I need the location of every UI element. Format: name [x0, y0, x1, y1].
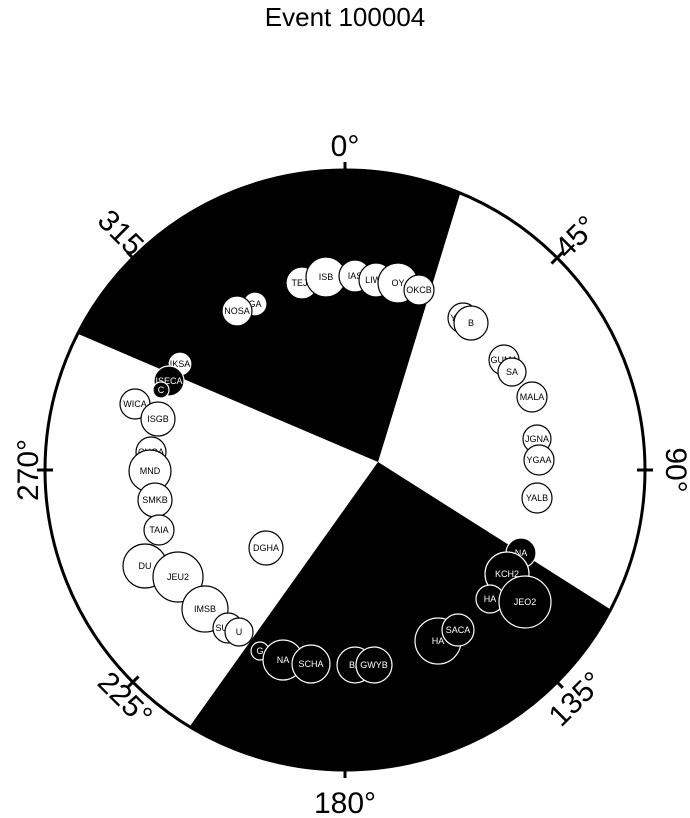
station-label-8: IKSA — [170, 359, 191, 369]
station-label-10: C — [158, 385, 165, 395]
station-marker-30 — [224, 617, 254, 647]
azimuth-label-0: 0° — [331, 130, 360, 163]
station-label-22: MND — [140, 466, 161, 476]
azimuth-label-180: 180° — [314, 787, 376, 818]
compressional-quadrant-north — [77, 170, 461, 462]
station-label-32: NA — [277, 655, 290, 665]
station-label-19: WICA — [123, 399, 147, 409]
station-label-25: DU — [139, 561, 152, 571]
station-marker-37 — [441, 613, 475, 647]
station-label-1: ISB — [319, 272, 334, 282]
station-marker-14 — [497, 357, 527, 387]
station-marker-17 — [523, 444, 555, 476]
station-marker-10 — [152, 381, 170, 399]
station-label-15: MALA — [520, 392, 545, 402]
station-label-24: TAIA — [149, 525, 168, 535]
station-marker-26 — [152, 551, 204, 603]
azimuth-tick-225 — [126, 675, 140, 689]
compressional-quadrant-south — [189, 462, 611, 770]
station-label-33: SCHA — [298, 659, 323, 669]
station-label-18: YALB — [526, 493, 548, 503]
azimuth-tick-315 — [126, 251, 140, 265]
station-label-40: HA — [484, 594, 497, 604]
station-marker-7 — [221, 295, 253, 327]
station-label-2: IAS — [348, 271, 363, 281]
station-label-17: YGAA — [526, 455, 551, 465]
station-label-4: OY — [391, 278, 404, 288]
station-label-39: KCH2 — [495, 569, 519, 579]
station-marker-20 — [140, 401, 176, 437]
station-label-27: DGHA — [253, 543, 279, 553]
station-label-38: NA — [515, 548, 528, 558]
station-marker-24 — [143, 514, 175, 546]
station-marker-12 — [453, 305, 489, 341]
station-label-37: SACA — [446, 625, 471, 635]
station-marker-18 — [521, 482, 553, 514]
station-label-7: NOSA — [224, 306, 250, 316]
station-label-31: G — [256, 646, 263, 656]
station-label-12: B — [468, 318, 474, 328]
station-label-3: LIWA — [365, 275, 387, 285]
station-label-28: IMSB — [194, 604, 216, 614]
station-label-35: GWYB — [360, 660, 388, 670]
station-label-41: JEO2 — [514, 597, 537, 607]
station-label-34: BA — [349, 660, 361, 670]
station-markers: TEJ2ISBIASLIWAOYOKCBGANOSAIKSAISECACYDGA… — [119, 256, 555, 684]
station-label-0: TEJ2 — [291, 278, 312, 288]
station-label-14: SA — [506, 367, 518, 377]
station-label-36: HA — [432, 636, 445, 646]
station-label-26: JEU2 — [167, 572, 189, 582]
station-marker-27 — [248, 530, 284, 566]
station-marker-5 — [403, 274, 435, 306]
plot-title: Event 100004 — [265, 2, 425, 32]
azimuth-tick-135 — [550, 675, 564, 689]
station-label-6: GA — [248, 299, 261, 309]
station-label-20: ISGB — [147, 414, 169, 424]
station-marker-35 — [355, 646, 393, 684]
station-label-9: ISECA — [155, 376, 182, 386]
azimuth-label-270: 270° — [12, 439, 45, 501]
station-label-30: U — [236, 627, 243, 637]
azimuth-tick-45 — [550, 251, 564, 265]
station-label-5: OKCB — [406, 285, 432, 295]
station-marker-41 — [498, 575, 552, 629]
station-label-23: SMKB — [142, 495, 168, 505]
station-marker-33 — [291, 644, 331, 684]
azimuth-ticks — [37, 162, 653, 778]
station-marker-15 — [516, 381, 548, 413]
station-label-16: JGNA — [525, 434, 549, 444]
azimuth-label-90: 90° — [659, 447, 690, 492]
